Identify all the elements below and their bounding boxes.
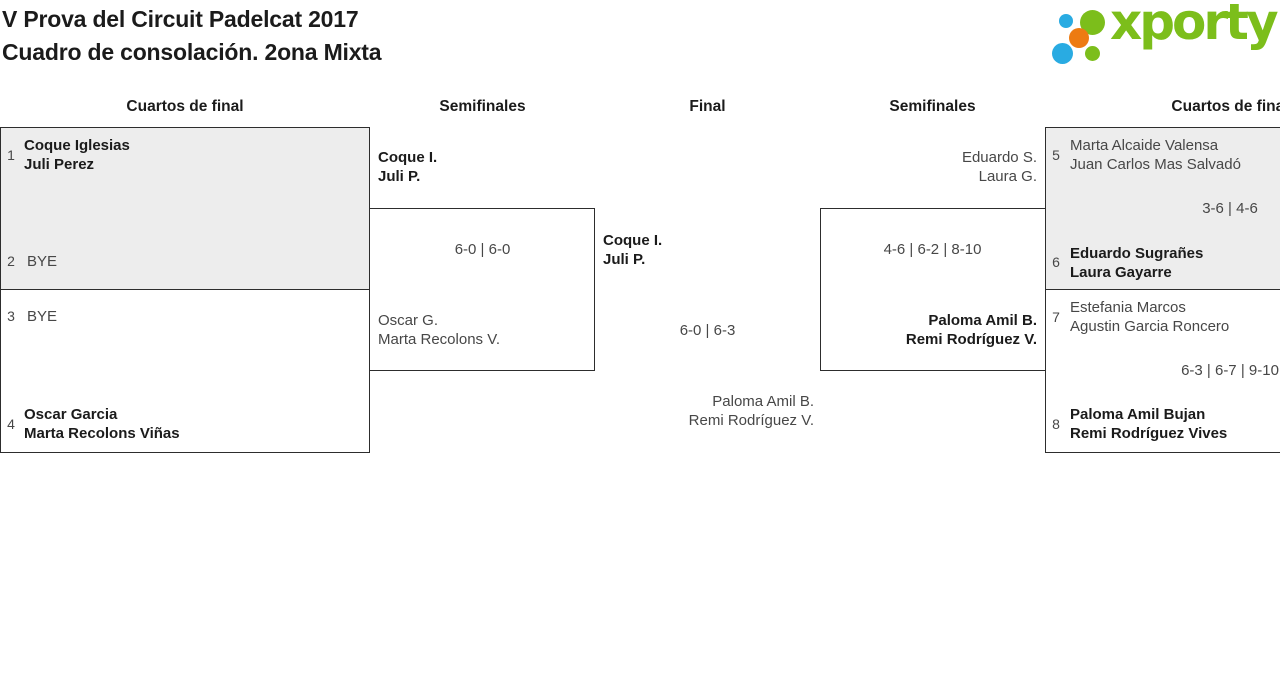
seed-number: 8 (1052, 416, 1060, 432)
logo-dot-blue-small (1059, 14, 1073, 28)
tournament-name: V Prova del Circuit Padelcat 2017 (2, 6, 359, 32)
player-name: Remi Rodríguez V. (688, 412, 814, 429)
page-title: V Prova del Circuit Padelcat 2017 Cuadro… (2, 3, 382, 69)
team-sf-right-loser: Eduardo S. Laura G. (820, 148, 1037, 186)
player-name: Juli P. (378, 168, 421, 185)
match-box-qf-right-top (1045, 127, 1280, 290)
player-name: Remi Rodríguez V. (905, 331, 1037, 348)
player-name: Agustin Garcia Roncero (1070, 318, 1230, 335)
round-header-final: Final (689, 98, 726, 115)
player-name: Marta Alcaide Valensa (1070, 137, 1219, 154)
match-box-sf-right (820, 208, 1046, 371)
match-box-qf-right-bottom (1045, 289, 1280, 453)
seed-number: 1 (7, 147, 15, 163)
team-paloma-amil-remi-rodriguez: Paloma Amil Bujan Remi Rodríguez Vives (1070, 405, 1227, 443)
player-name: Juli P. (603, 251, 646, 268)
seed-number: 3 (7, 308, 15, 324)
match-score-qf-right-top: 3-6 | 4-6 (1202, 200, 1258, 217)
seed-number: 7 (1052, 309, 1060, 325)
player-name: Oscar Garcia (24, 406, 118, 423)
seed-number: 2 (7, 253, 15, 269)
match-box-sf-left (369, 208, 595, 371)
team-estefania-marcos-agustin-garcia: Estefania Marcos Agustin Garcia Roncero (1070, 298, 1229, 336)
bye-label: BYE (27, 253, 58, 270)
player-name: Coque I. (378, 149, 438, 166)
team-marta-alcaide-juan-carlos: Marta Alcaide Valensa Juan Carlos Mas Sa… (1070, 136, 1241, 174)
team-bye: BYE (27, 252, 57, 271)
team-bye: BYE (27, 307, 57, 326)
team-final-winner: Coque I. Juli P. (603, 231, 662, 269)
draw-name: Cuadro de consolación. 2ona Mixta (2, 39, 382, 65)
team-oscar-garcia-marta-recolons: Oscar Garcia Marta Recolons Viñas (24, 405, 180, 443)
team-sf-left-winner: Coque I. Juli P. (378, 148, 437, 186)
seed-number: 6 (1052, 254, 1060, 270)
player-name: Remi Rodríguez Vives (1070, 425, 1228, 442)
logo-dot-orange (1069, 28, 1089, 48)
player-name: Eduardo S. (961, 149, 1037, 166)
player-name: Coque I. (603, 232, 663, 249)
player-name: Juan Carlos Mas Salvadó (1070, 156, 1241, 173)
round-header-quarterfinals-right: Cuartos de final (1171, 98, 1280, 115)
seed-number: 5 (1052, 147, 1060, 163)
player-name: Juli Perez (24, 156, 95, 173)
team-final-loser: Paloma Amil B. Remi Rodríguez V. (595, 392, 814, 430)
team-sf-right-winner: Paloma Amil B. Remi Rodríguez V. (820, 311, 1037, 349)
match-score-final: 6-0 | 6-3 (679, 322, 736, 339)
logo-dot-green-small (1085, 46, 1100, 61)
logo-wordmark: xporty (1110, 0, 1279, 51)
match-score-qf-right-bottom: 6-3 | 6-7 | 9-10 (1181, 362, 1279, 379)
player-name: Marta Recolons V. (378, 331, 501, 348)
round-header-semifinals-right: Semifinales (889, 98, 976, 115)
player-name: Oscar G. (378, 312, 439, 329)
player-name: Laura Gayarre (1070, 264, 1172, 281)
player-name: Marta Recolons Viñas (24, 425, 180, 442)
player-name: Estefania Marcos (1070, 299, 1186, 316)
match-score-sf-right: 4-6 | 6-2 | 8-10 (883, 241, 982, 258)
seed-number: 4 (7, 416, 15, 432)
player-name: Laura G. (978, 168, 1037, 185)
player-name: Eduardo Sugrañes (1070, 245, 1204, 262)
player-name: Paloma Amil B. (712, 393, 814, 410)
bye-label: BYE (27, 308, 58, 325)
player-name: Paloma Amil Bujan (1070, 406, 1206, 423)
round-header-quarterfinals-left: Cuartos de final (126, 98, 244, 115)
team-eduardo-sugranes-laura-gayarre: Eduardo Sugrañes Laura Gayarre (1070, 244, 1203, 282)
team-coque-iglesias-juli-perez: Coque Iglesias Juli Perez (24, 136, 130, 174)
player-name: Coque Iglesias (24, 137, 130, 154)
match-box-qf-left-top (0, 127, 370, 290)
team-sf-left-loser: Oscar G. Marta Recolons V. (378, 311, 500, 349)
match-score-sf-left: 6-0 | 6-0 (454, 241, 511, 258)
player-name: Paloma Amil B. (928, 312, 1037, 329)
round-header-semifinals-left: Semifinales (439, 98, 526, 115)
xporty-logo[interactable]: xporty (1048, 0, 1280, 72)
match-box-qf-left-bottom (0, 289, 370, 453)
logo-dot-blue-large (1052, 43, 1073, 64)
